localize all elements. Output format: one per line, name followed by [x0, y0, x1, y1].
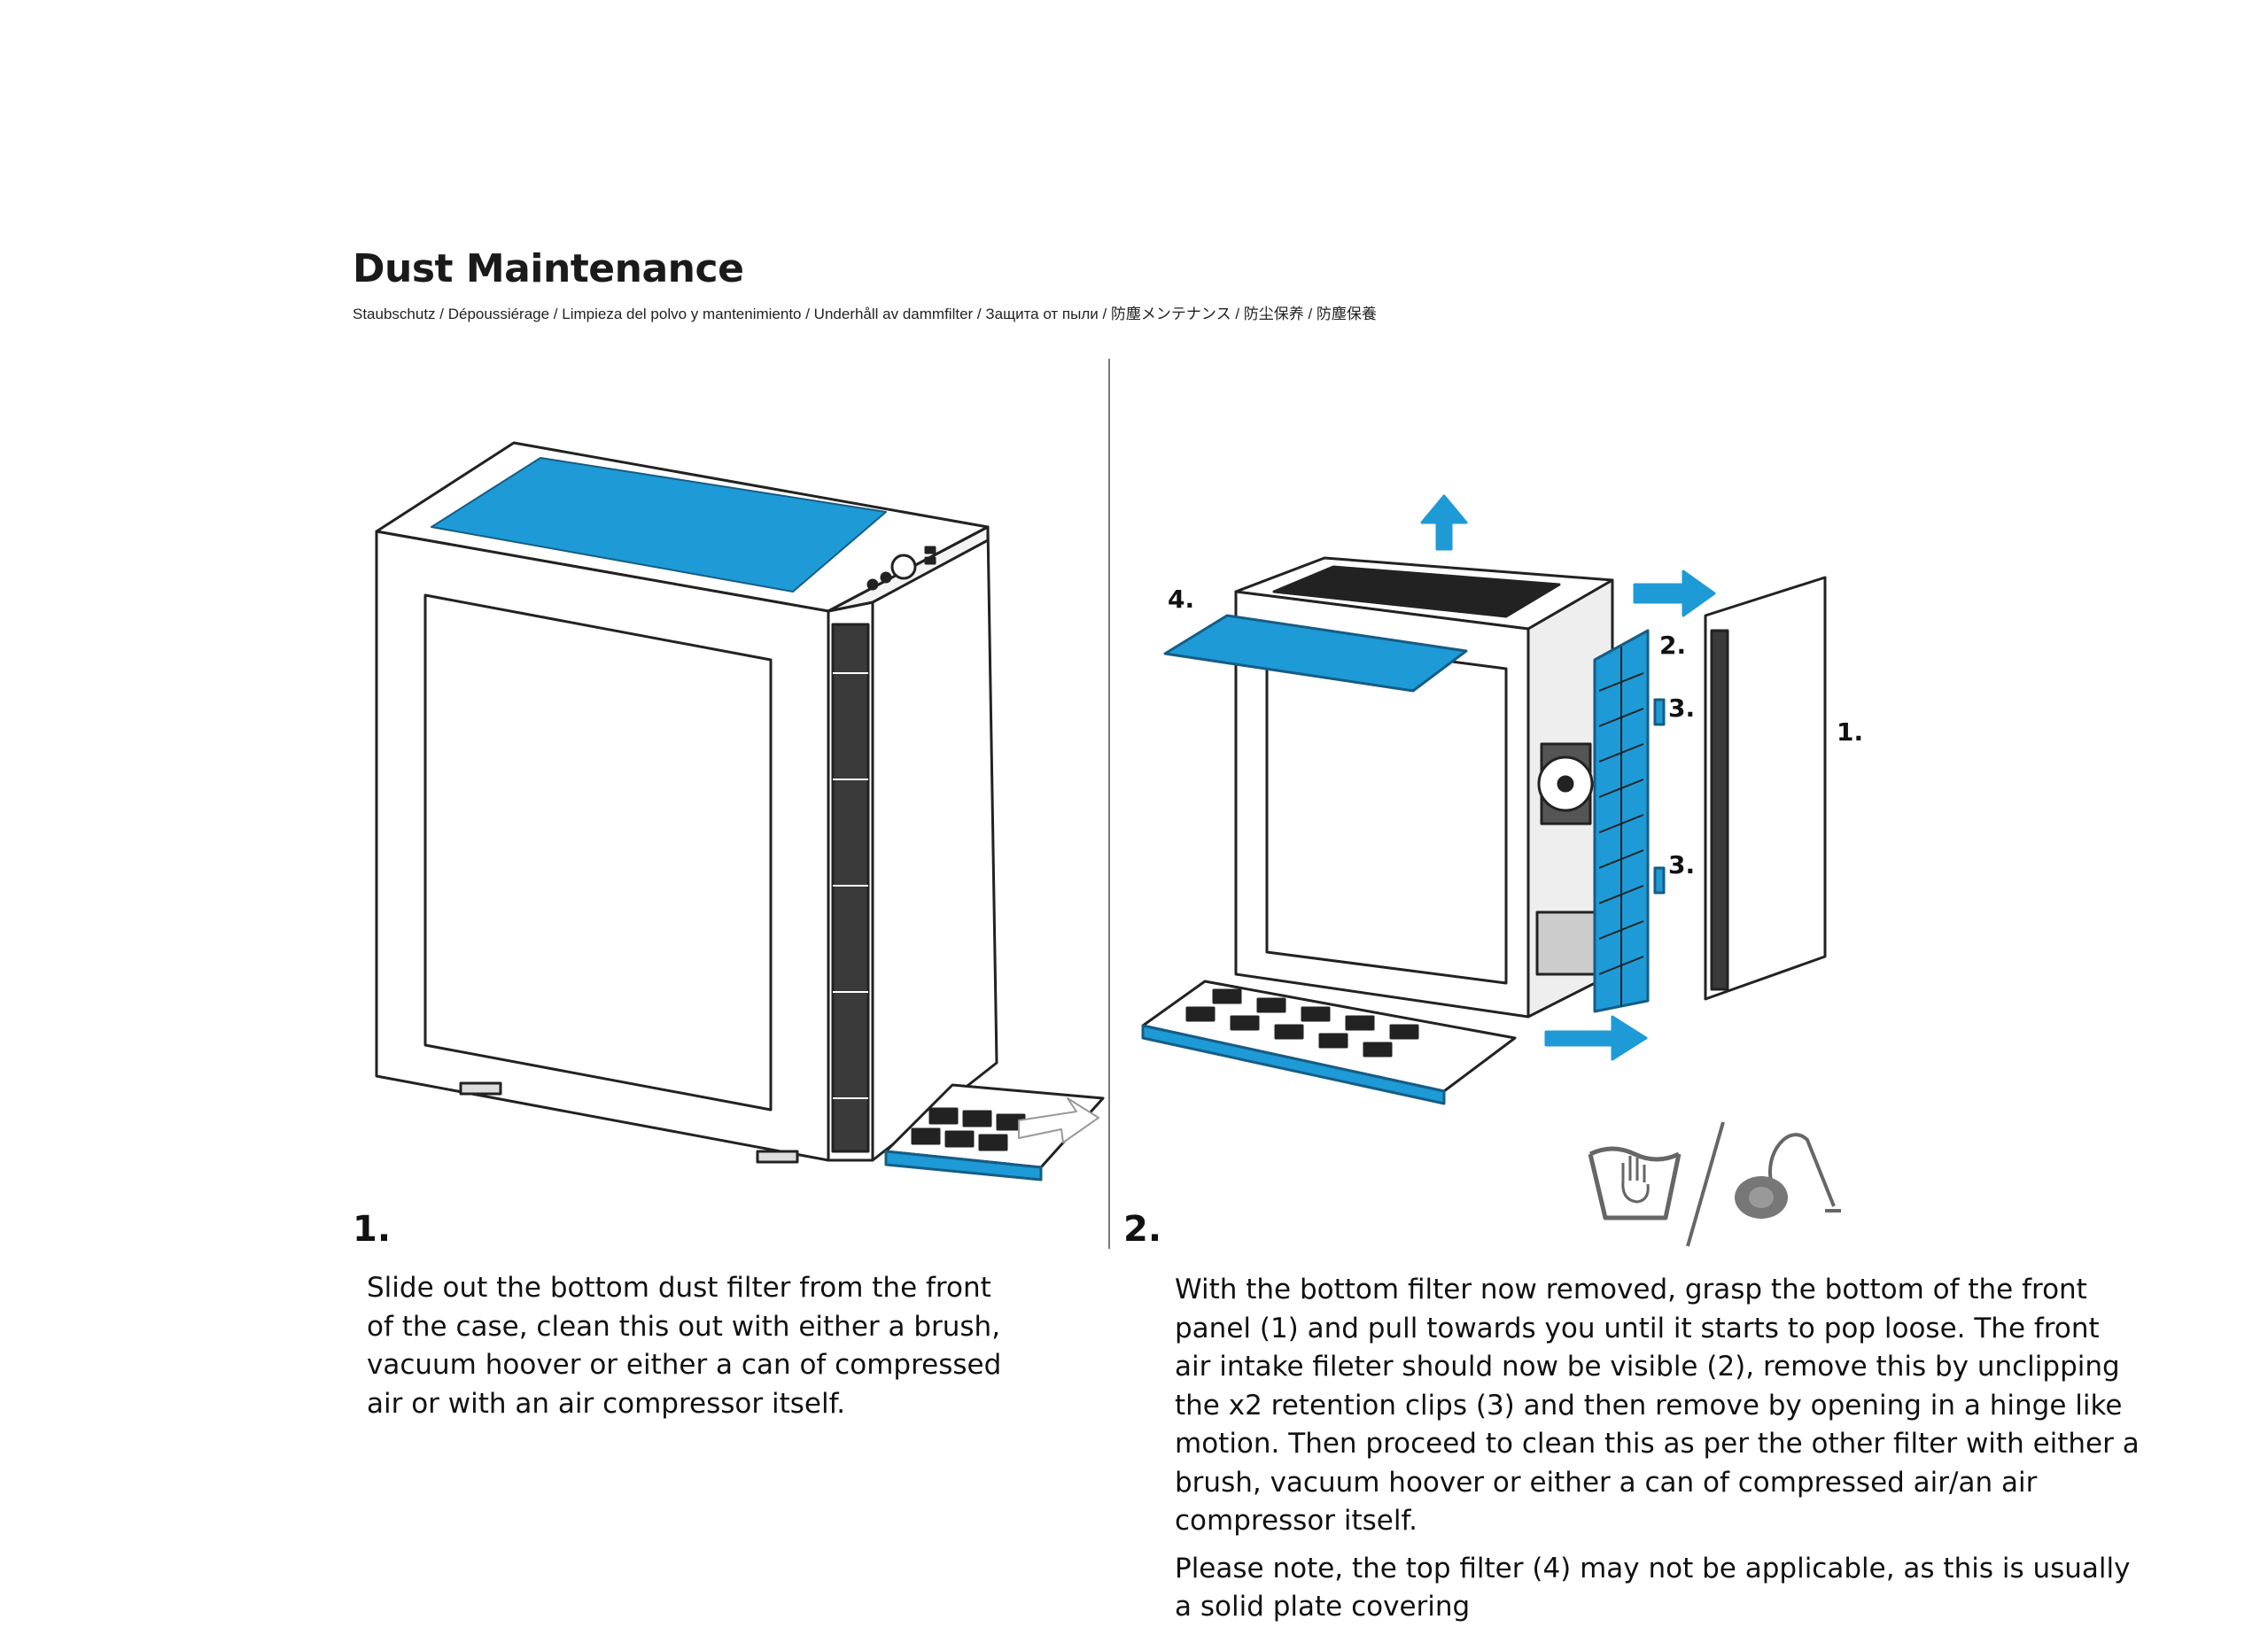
up-arrow — [1420, 494, 1468, 551]
right-arrow-bottom — [1544, 1015, 1648, 1061]
callout-top-filter: 4. — [1168, 585, 1195, 614]
callout-front-filter: 2. — [1659, 631, 1687, 660]
column-divider — [1108, 359, 1110, 1249]
page-title: Dust Maintenance — [353, 246, 744, 291]
callout-front-panel: 1. — [1837, 717, 1864, 747]
step-1-number: 1. — [353, 1209, 392, 1250]
step-2-note: Please note, the top filter (4) may not … — [1175, 1552, 2131, 1623]
step-2-text: With the bottom filter now removed, gras… — [1175, 1271, 2140, 1627]
callout-clip-upper: 3. — [1668, 693, 1696, 723]
step-2-paragraph: With the bottom filter now removed, gras… — [1175, 1274, 2140, 1537]
hand-wash-icon — [1588, 1146, 1682, 1220]
vacuum-cleaner-icon — [1735, 1133, 1841, 1219]
step-2-number: 2. — [1123, 1209, 1162, 1250]
callout-clip-lower: 3. — [1668, 850, 1696, 879]
step-1-paragraph: Slide out the bottom dust filter from th… — [367, 1272, 1002, 1420]
divider-slash — [1686, 1121, 1725, 1247]
page-subtitle-translations: Staubschutz / Dépoussiérage / Limpieza d… — [353, 306, 1377, 322]
right-arrow-top — [1633, 569, 1716, 617]
step-1-text: Slide out the bottom dust filter from th… — [367, 1269, 1022, 1423]
